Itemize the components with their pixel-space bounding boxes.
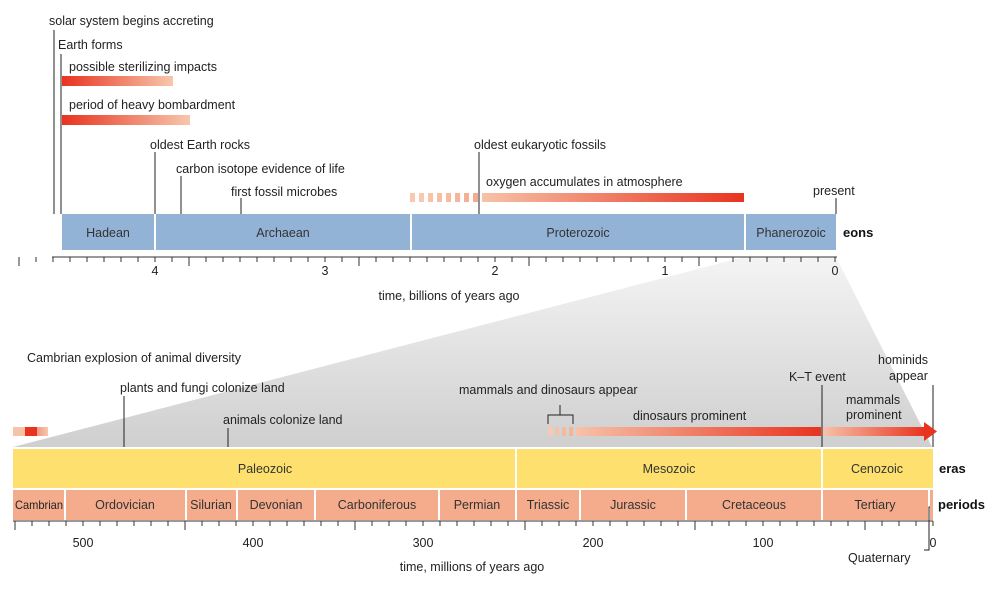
event-cambrian-explosion-label: Cambrian explosion of animal diversity (27, 351, 242, 365)
period-permian (440, 490, 515, 520)
period-tertiary (823, 490, 928, 520)
eon-tick-4: 4 (152, 264, 159, 278)
period-ordovician-label: Ordovician (95, 498, 155, 512)
eon-proterozoic (412, 214, 744, 250)
eon-tick-3: 3 (322, 264, 329, 278)
eon-archaean-label: Archaean (256, 226, 310, 240)
era-mesozoic (517, 449, 821, 488)
eon-tick-2: 2 (492, 264, 499, 278)
era-tick-0: 0 (930, 536, 937, 550)
period-cretaceous-label: Cretaceous (722, 498, 786, 512)
period-cretaceous (687, 490, 821, 520)
eon-phanerozoic (746, 214, 836, 250)
era-paleozoic (13, 449, 515, 488)
event-hominids-label-1: hominids (878, 353, 928, 367)
period-carboniferous-label: Carboniferous (338, 498, 417, 512)
era-tick-200: 200 (583, 536, 604, 550)
period-devonian-label: Devonian (250, 498, 303, 512)
event-dinosaurs-prominent-label: dinosaurs prominent (633, 409, 747, 423)
bar-cambrian-explosion-lead (13, 427, 25, 436)
era-timeline: Cambrian explosion of animal diversity p… (13, 351, 985, 574)
eon-phanerozoic-label: Phanerozoic (756, 226, 826, 240)
period-jurassic-label: Jurassic (610, 498, 656, 512)
period-devonian (238, 490, 314, 520)
eon-axis-title: time, billions of years ago (378, 289, 519, 303)
event-bombardment-label: period of heavy bombardment (69, 98, 236, 112)
period-silurian (187, 490, 236, 520)
event-plants-fungi-label: plants and fungi colonize land (120, 381, 285, 395)
event-oldest-rocks-label: oldest Earth rocks (150, 138, 250, 152)
period-permian-label: Permian (454, 498, 501, 512)
era-tick-300: 300 (413, 536, 434, 550)
event-earth-forms-label: Earth forms (58, 38, 123, 52)
zoom-wedge (13, 257, 932, 447)
era-axis-minor-ticks (14, 521, 934, 530)
era-tick-100: 100 (753, 536, 774, 550)
quaternary-label: Quaternary (848, 551, 911, 565)
eons-row-label: eons (843, 225, 873, 240)
event-mammals-dinosaurs-label: mammals and dinosaurs appear (459, 383, 638, 397)
event-sterilizing-label: possible sterilizing impacts (69, 60, 217, 74)
eon-timeline: solar system begins accreting Earth form… (18, 14, 873, 303)
bar-sterilizing-impacts (62, 76, 173, 86)
period-triassic (517, 490, 579, 520)
event-eukaryotic-label: oldest eukaryotic fossils (474, 138, 606, 152)
eras-row-label: eras (939, 461, 966, 476)
bar-mammals-dinosaurs-dashed (548, 427, 573, 436)
eon-proterozoic-label: Proterozoic (546, 226, 609, 240)
event-present-label: present (813, 184, 855, 198)
eon-tick-0: 0 (832, 264, 839, 278)
era-axis-title: time, millions of years ago (400, 560, 545, 574)
arrow-mammals-prominent (924, 422, 937, 441)
period-triassic-label: Triassic (527, 498, 570, 512)
event-oxygen-label: oxygen accumulates in atmosphere (486, 175, 683, 189)
period-silurian-label: Silurian (190, 498, 232, 512)
bar-oxygen-dashed (410, 193, 478, 202)
era-tick-500: 500 (73, 536, 94, 550)
event-solar-system-label: solar system begins accreting (49, 14, 214, 28)
period-carboniferous (316, 490, 438, 520)
event-hominids-label-2: appear (889, 369, 928, 383)
period-quaternary (930, 490, 933, 520)
event-mammals-prominent-label-1: mammals (846, 393, 900, 407)
bar-oxygen (482, 193, 744, 202)
period-cambrian (13, 490, 64, 520)
period-tertiary-label: Tertiary (855, 498, 897, 512)
eon-archaean (156, 214, 410, 250)
eon-hadean-label: Hadean (86, 226, 130, 240)
era-paleozoic-label: Paleozoic (238, 462, 292, 476)
periods-row-label: periods (938, 497, 985, 512)
period-cambrian-label: Cambrian (15, 498, 63, 512)
era-cenozoic (823, 449, 933, 488)
bar-dinosaurs-prominent (576, 427, 821, 436)
event-kt-label: K–T event (789, 370, 846, 384)
event-carbon-isotope-label: carbon isotope evidence of life (176, 162, 345, 176)
period-ordovician (66, 490, 185, 520)
event-animals-land-label: animals colonize land (223, 413, 343, 427)
eon-axis-minor-ticks (18, 257, 836, 266)
period-jurassic (581, 490, 685, 520)
event-mammals-prominent-label-2: prominent (846, 408, 902, 422)
era-mesozoic-label: Mesozoic (643, 462, 696, 476)
era-tick-400: 400 (243, 536, 264, 550)
eon-hadean (62, 214, 154, 250)
era-cenozoic-label: Cenozoic (851, 462, 903, 476)
event-first-microbes-label: first fossil microbes (231, 185, 337, 199)
bar-heavy-bombardment (62, 115, 190, 125)
bar-mammals-prominent (823, 427, 925, 436)
eon-tick-1: 1 (662, 264, 669, 278)
bar-cambrian-explosion-core (25, 427, 37, 436)
